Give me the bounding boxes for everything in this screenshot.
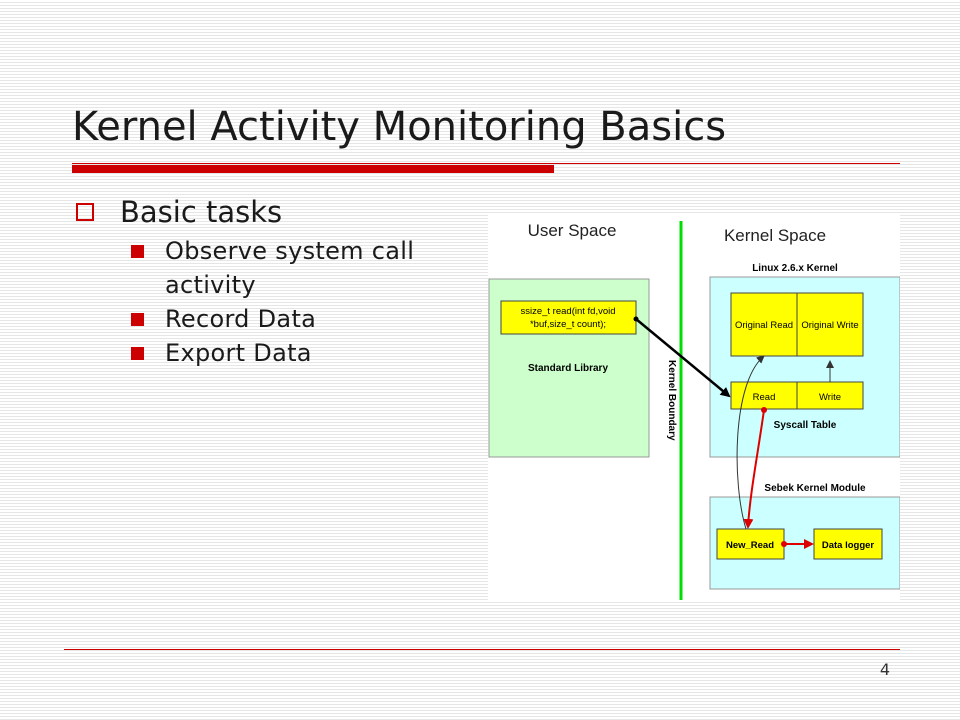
new-read-label: New_Read [726, 540, 774, 551]
syscall-to-new-read-arrow [743, 409, 765, 529]
syscall-read-label: Read [753, 392, 776, 403]
title-underline-thin [72, 163, 900, 164]
original-read-box [730, 292, 798, 357]
original-write-label: Original Write [801, 320, 858, 331]
original-read-label: Original Read [735, 320, 793, 331]
original-write-box [796, 292, 864, 357]
sub-bullet: Export Data [72, 336, 472, 370]
read-call-to-syscall-arrow [635, 318, 731, 398]
square-bullet-icon [131, 245, 144, 258]
square-bullet-icon [131, 347, 144, 360]
new-read-to-original-read-arrow [736, 355, 765, 530]
sub-bullet-text: Observe system call activity [165, 237, 415, 299]
sub-bullet-text: Record Data [165, 305, 317, 333]
sebek-module-label: Sebek Kernel Module [764, 483, 866, 494]
data-logger-box [813, 528, 883, 560]
data-logger-label: Data logger [822, 540, 875, 551]
square-bullet-icon [131, 313, 144, 326]
footer-rule [64, 649, 900, 650]
read-call-box [500, 300, 637, 335]
read-call-line1: ssize_t read(int fd,void [520, 306, 615, 317]
slide-title: Kernel Activity Monitoring Basics [72, 104, 727, 150]
sub-bullet-text: Export Data [165, 339, 312, 367]
read-call-line2: *buf,size_t count); [530, 319, 606, 330]
sub-bullet: Observe system call activity [72, 234, 472, 302]
linux-kernel-label: Linux 2.6.x Kernel [752, 263, 838, 274]
bullet-main: Basic tasks [72, 192, 472, 232]
kernel-boundary-label: Kernel Boundary [666, 360, 677, 441]
syscall-table-label: Syscall Table [774, 420, 837, 431]
title-underline-thick [72, 165, 554, 173]
page-number: 4 [879, 660, 890, 679]
kernel-diagram: User Space Kernel Space ssize_t read(int… [488, 213, 900, 600]
hollow-square-bullet-icon [76, 203, 94, 221]
bullet-main-text: Basic tasks [120, 195, 283, 229]
sub-bullet: Record Data [72, 302, 472, 336]
bullet-list: Basic tasks Observe system call activity… [72, 192, 472, 370]
standard-library-label: Standard Library [528, 363, 608, 374]
new-read-box [716, 528, 785, 560]
user-space-label: User Space [528, 221, 617, 240]
kernel-space-label: Kernel Space [724, 226, 826, 245]
syscall-write-label: Write [819, 392, 841, 403]
